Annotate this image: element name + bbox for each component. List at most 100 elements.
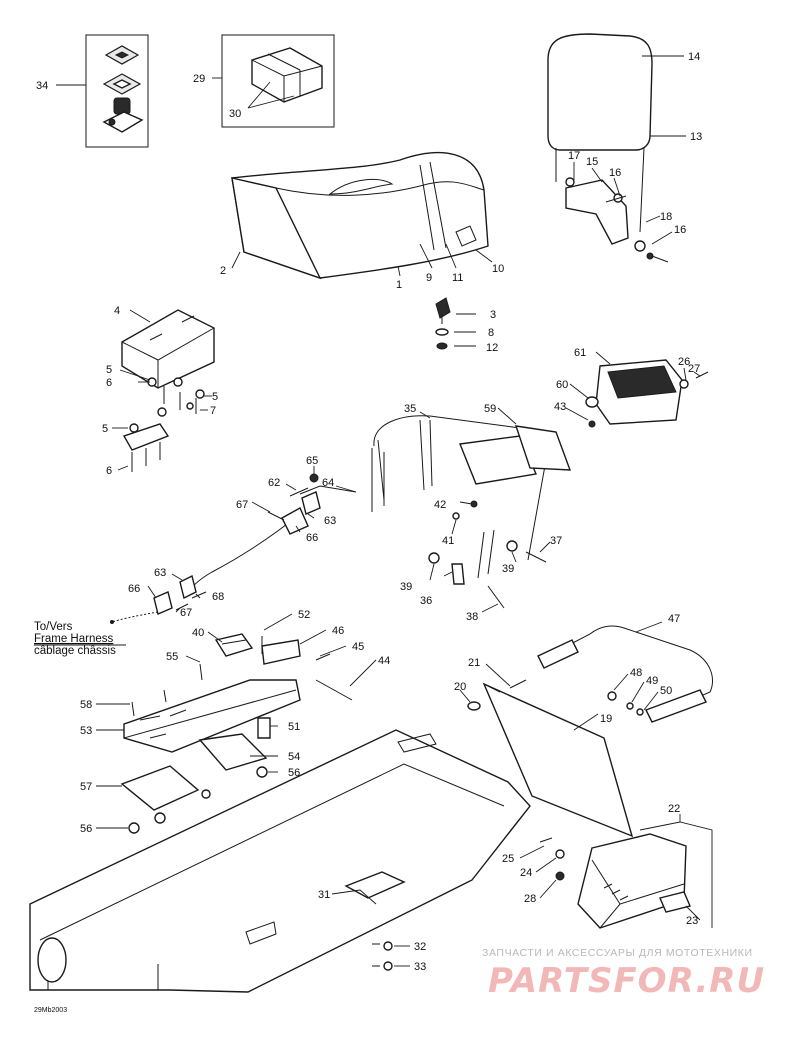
callout-48: 48: [630, 667, 642, 679]
callout-60: 60: [556, 379, 568, 391]
detail-box-29: [221, 34, 335, 128]
callout-15: 15: [586, 156, 598, 168]
callout-29: 29: [193, 73, 205, 85]
callout-56b: 56: [80, 823, 92, 835]
callout-28: 28: [524, 893, 536, 905]
callout-21: 21: [468, 657, 480, 669]
callout-10: 10: [492, 263, 504, 275]
callout-50: 50: [660, 685, 672, 697]
callout-38: 38: [466, 611, 478, 623]
callout-26: 26: [678, 356, 690, 368]
callout-44: 44: [378, 655, 390, 667]
mud-flap: [467, 679, 634, 838]
callout-14: 14: [688, 51, 700, 63]
callout-67b: 67: [180, 607, 192, 619]
harness-note-line-2: Frame Harness: [34, 633, 113, 645]
callout-52: 52: [298, 609, 310, 621]
callout-17: 17: [568, 150, 580, 162]
callout-3: 3: [490, 309, 496, 321]
figure-ref: 29Mb2003: [34, 1007, 67, 1014]
hitch-assembly: [120, 633, 353, 834]
leader-lines: [56, 55, 713, 967]
callout-30: 30: [229, 108, 241, 120]
callout-63: 63: [324, 515, 336, 527]
callout-45: 45: [352, 641, 364, 653]
rack-fasteners: [428, 500, 547, 609]
callout-42: 42: [434, 499, 446, 511]
callout-39: 39: [502, 563, 514, 575]
harness-note-line-3: câblage châssis: [34, 645, 116, 657]
seat-bracket-4: [121, 309, 215, 472]
callout-41: 41: [442, 535, 454, 547]
hardware-3-8-12: [435, 297, 451, 350]
callout-7: 7: [210, 405, 216, 417]
callout-62: 62: [268, 477, 280, 489]
chassis-tunnel: [29, 729, 531, 993]
callout-55: 55: [166, 651, 178, 663]
callout-33: 33: [414, 961, 426, 973]
callout-51: 51: [288, 721, 300, 733]
callout-5: 5: [106, 364, 112, 376]
watermark-tagline: ЗАПЧАСТИ И АКСЕССУАРЫ ДЛЯ МОТОТЕХНИКИ: [482, 947, 753, 959]
callout-46: 46: [332, 625, 344, 637]
callout-37: 37: [550, 535, 562, 547]
callout-67: 67: [236, 499, 248, 511]
harness-note: To/Vers Frame Harness câblage châssis: [34, 621, 126, 657]
watermark-brand: PARTSFOR.RU: [488, 961, 765, 1001]
callout-12: 12: [486, 342, 498, 354]
backrest-assembly: [547, 33, 669, 263]
callout-49: 49: [646, 675, 658, 687]
callout-66b: 66: [128, 583, 140, 595]
grab-handle: [537, 625, 713, 723]
callout-19: 19: [600, 713, 612, 725]
rear-cover: [539, 833, 691, 929]
callout-22: 22: [668, 803, 680, 815]
callout-40: 40: [192, 627, 204, 639]
callout-1: 1: [396, 279, 402, 291]
callout-54: 54: [288, 751, 300, 763]
callout-43: 43: [554, 401, 566, 413]
callout-11: 11: [452, 272, 463, 284]
callout-53: 53: [80, 725, 92, 737]
rear-rack: [371, 359, 709, 579]
callout-57: 57: [80, 781, 92, 793]
callout-66: 66: [306, 532, 318, 544]
callout-5b: 5: [212, 391, 218, 403]
callout-68: 68: [212, 591, 224, 603]
callout-4: 4: [114, 305, 120, 317]
callout-16b: 16: [674, 224, 686, 236]
detail-box-34: [85, 34, 149, 148]
callout-31: 31: [318, 889, 330, 901]
harness-note-line-1: To/Vers: [34, 621, 73, 633]
wiring-harness: [110, 473, 357, 624]
callout-9: 9: [426, 272, 432, 284]
callout-58: 58: [80, 699, 92, 711]
callout-56: 56: [288, 767, 300, 779]
callout-20: 20: [454, 681, 466, 693]
callout-6b: 6: [106, 465, 112, 477]
callout-16: 16: [609, 167, 621, 179]
callout-24: 24: [520, 867, 532, 879]
callout-2: 2: [220, 265, 226, 277]
callout-13: 13: [690, 131, 702, 143]
callout-64: 64: [322, 477, 334, 489]
callout-5c: 5: [102, 423, 108, 435]
callout-32: 32: [414, 941, 426, 953]
callout-labels: 34 29 30 14 13 17 15 16 18 16 2 9 11 10 …: [36, 51, 702, 973]
callout-18: 18: [660, 211, 672, 223]
callout-63b: 63: [154, 567, 166, 579]
callout-6: 6: [106, 377, 112, 389]
callout-35: 35: [404, 403, 416, 415]
callout-8: 8: [488, 327, 494, 339]
callout-47: 47: [668, 613, 680, 625]
watermark: ЗАПЧАСТИ И АКСЕССУАРЫ ДЛЯ МОТОТЕХНИКИ PA…: [482, 947, 765, 1001]
seat-assembly: [231, 151, 489, 280]
callout-39b: 39: [400, 581, 412, 593]
callout-27: 27: [688, 363, 700, 375]
callout-61: 61: [574, 347, 586, 359]
callout-65: 65: [306, 455, 318, 467]
callout-25: 25: [502, 853, 514, 865]
callout-23: 23: [686, 915, 698, 927]
callout-36: 36: [420, 595, 432, 607]
